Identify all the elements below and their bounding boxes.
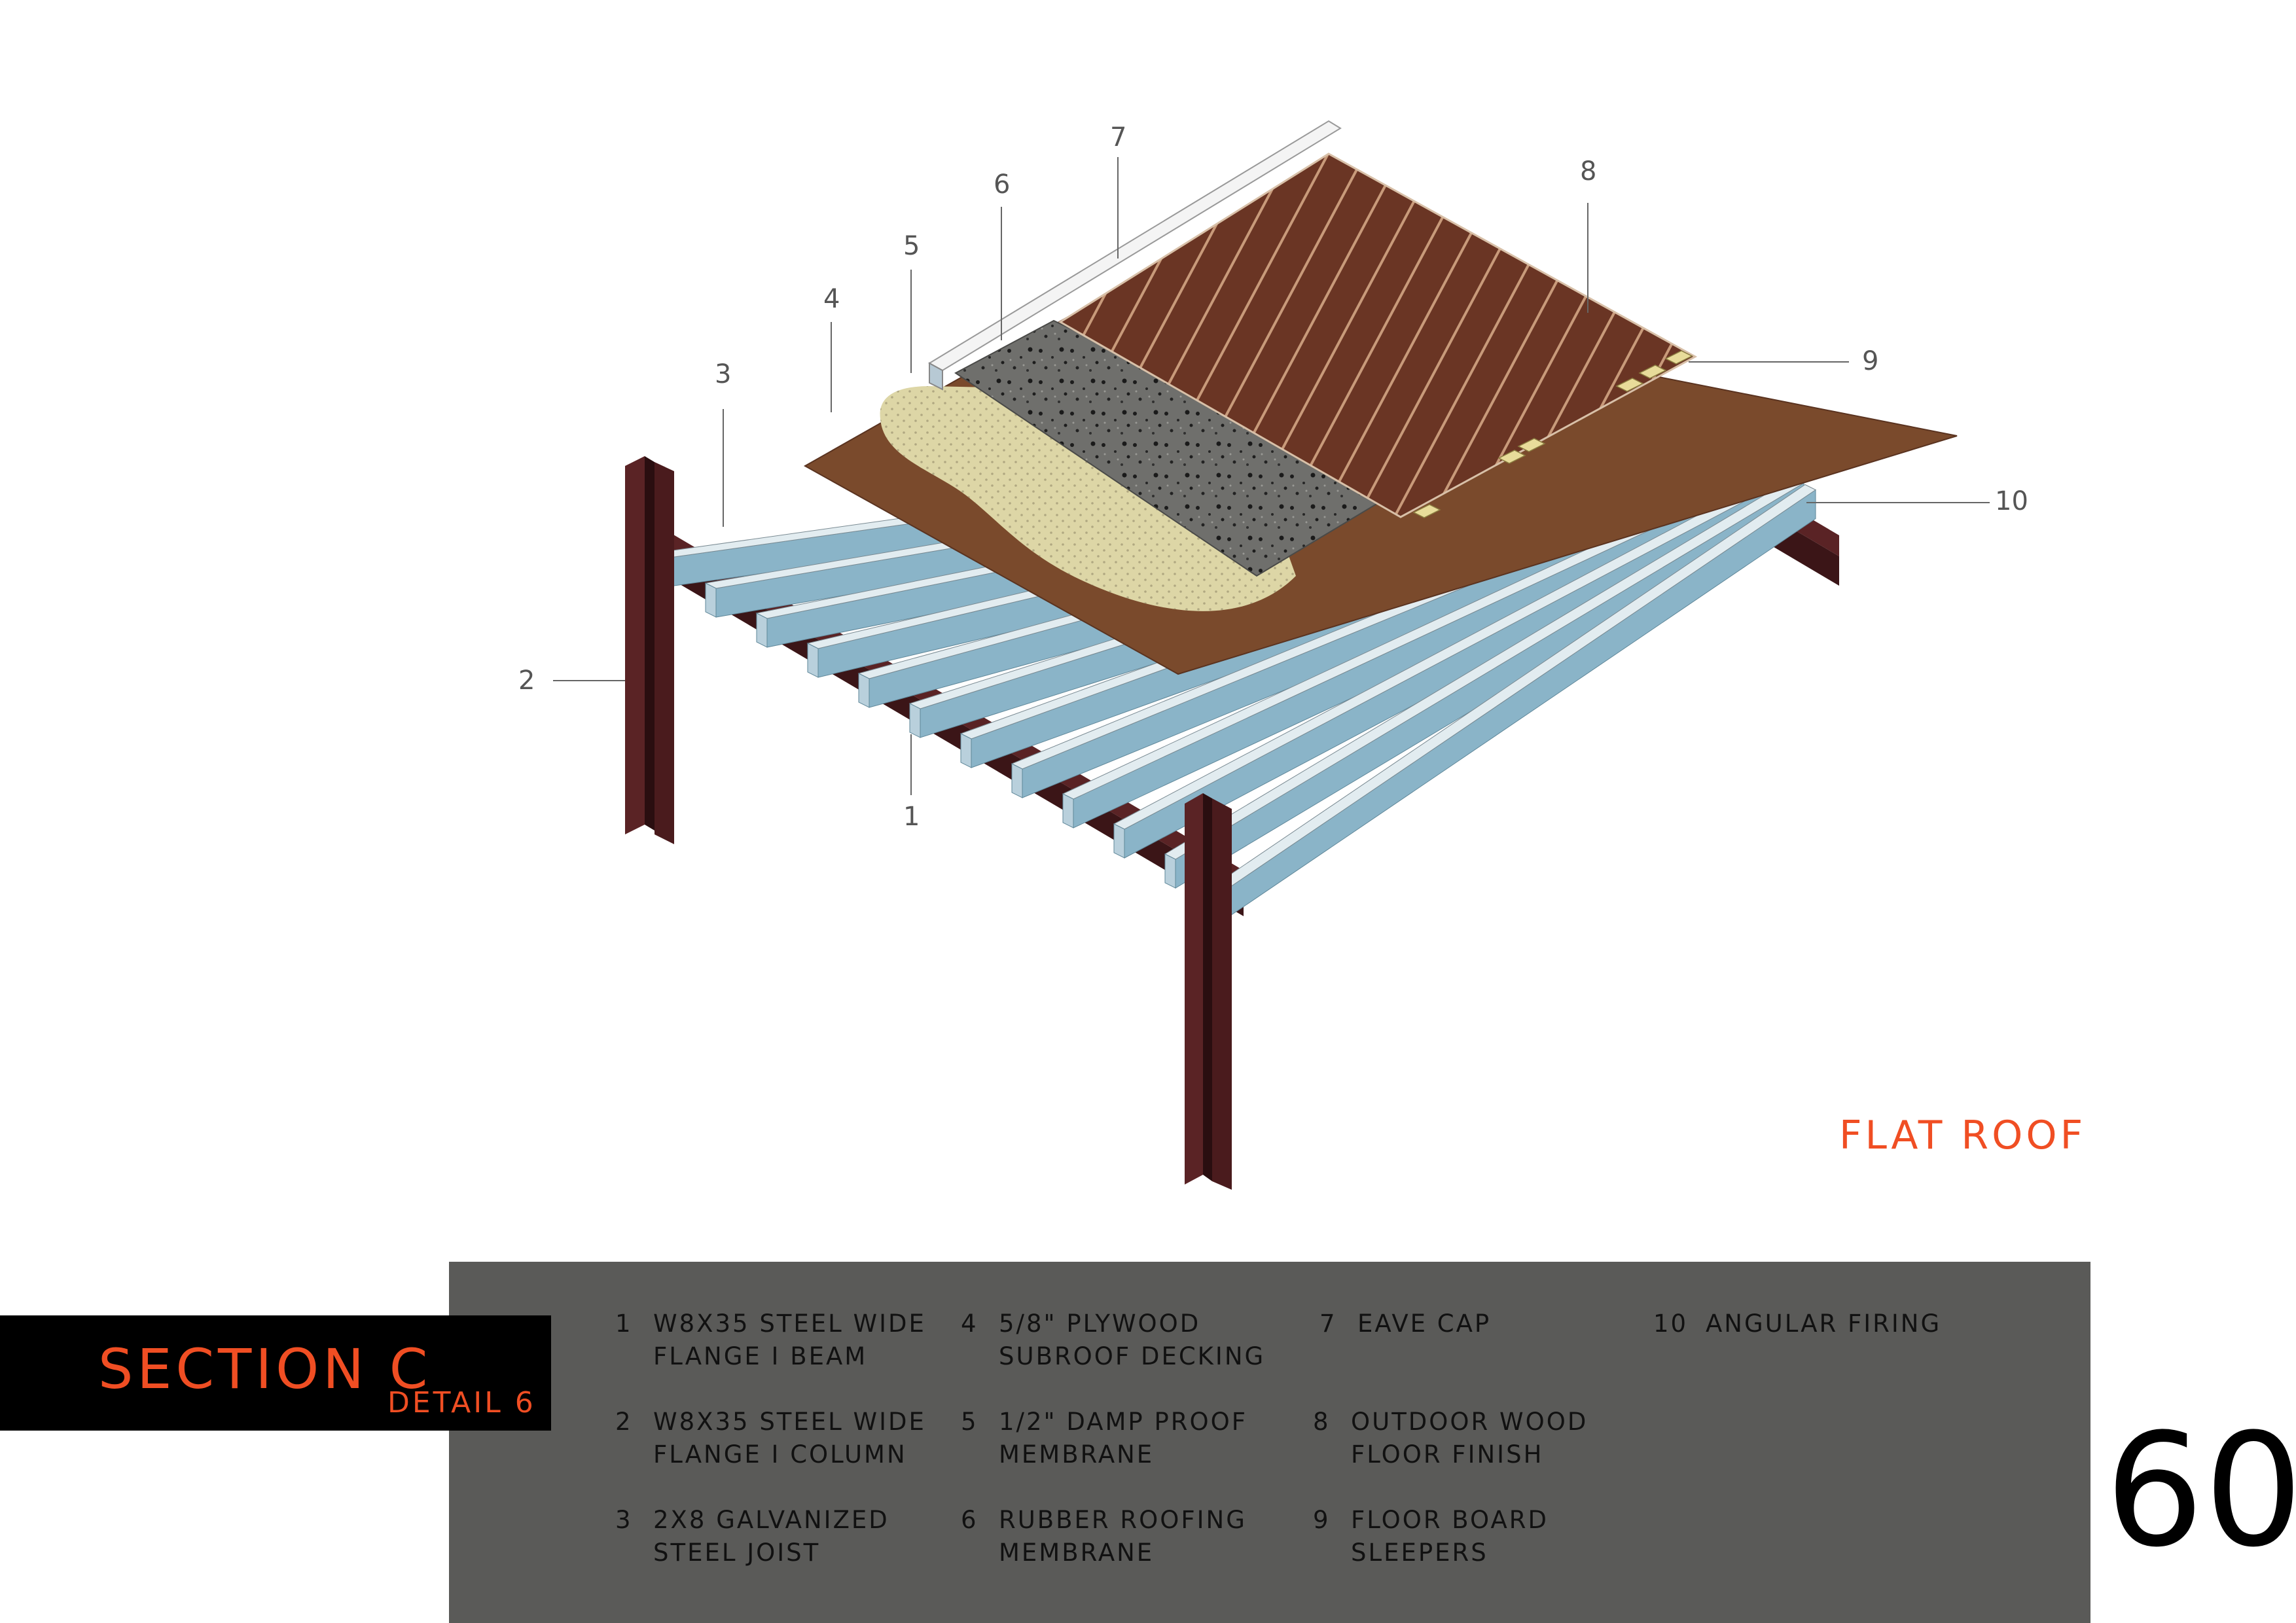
callout-2: 2 — [518, 666, 535, 696]
detail-label: DETAIL 6 — [387, 1386, 536, 1419]
callout-1: 1 — [903, 802, 920, 832]
callout-8: 8 — [1580, 156, 1597, 187]
steel-column-left — [625, 456, 674, 844]
sleeper — [1517, 438, 1546, 452]
steel-joist — [1062, 463, 1782, 829]
callout-4: 4 — [823, 284, 840, 314]
sleeper — [1638, 365, 1667, 379]
callout-5: 5 — [903, 231, 920, 261]
sleeper — [1412, 504, 1441, 518]
leader-lines — [553, 157, 1990, 795]
callout-6: 6 — [994, 169, 1011, 200]
page-number: 60 — [2105, 1400, 2296, 1582]
floor-board-sleepers — [1412, 350, 1693, 518]
steel-column-right — [1185, 793, 1232, 1190]
sleeper — [1498, 450, 1526, 464]
callout-10: 10 — [1995, 486, 2028, 516]
sleeper — [1615, 378, 1644, 392]
callout-3: 3 — [715, 359, 732, 389]
drawing-title: FLAT ROOF — [1839, 1113, 2087, 1158]
eave-cap — [928, 120, 1342, 391]
section-label-block: SECTION C DETAIL 6 — [0, 1315, 551, 1431]
section-title: SECTION C — [98, 1337, 432, 1401]
callout-7: 7 — [1110, 122, 1127, 152]
outdoor-wood-floor-finish — [1058, 152, 1698, 518]
callout-9: 9 — [1862, 346, 1879, 376]
sleeper — [1664, 350, 1693, 365]
